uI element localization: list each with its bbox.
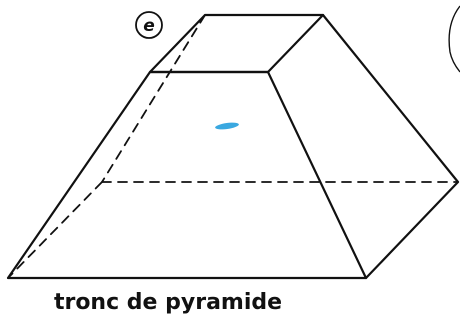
hidden-base-edge-left	[7, 181, 103, 279]
front-face	[6, 70, 368, 280]
paint-mark	[215, 122, 239, 130]
neighbor-figure-arc	[448, 5, 460, 73]
figure-label: e	[143, 16, 155, 36]
figure-label-circle	[135, 11, 163, 39]
figure-label-badge: e	[135, 11, 163, 39]
visible-edges	[6, 13, 460, 280]
right-face	[321, 13, 460, 280]
figure-caption: tronc de pyramide	[54, 290, 282, 315]
hidden-edges	[7, 14, 459, 279]
hidden-lateral-edge	[101, 14, 206, 183]
